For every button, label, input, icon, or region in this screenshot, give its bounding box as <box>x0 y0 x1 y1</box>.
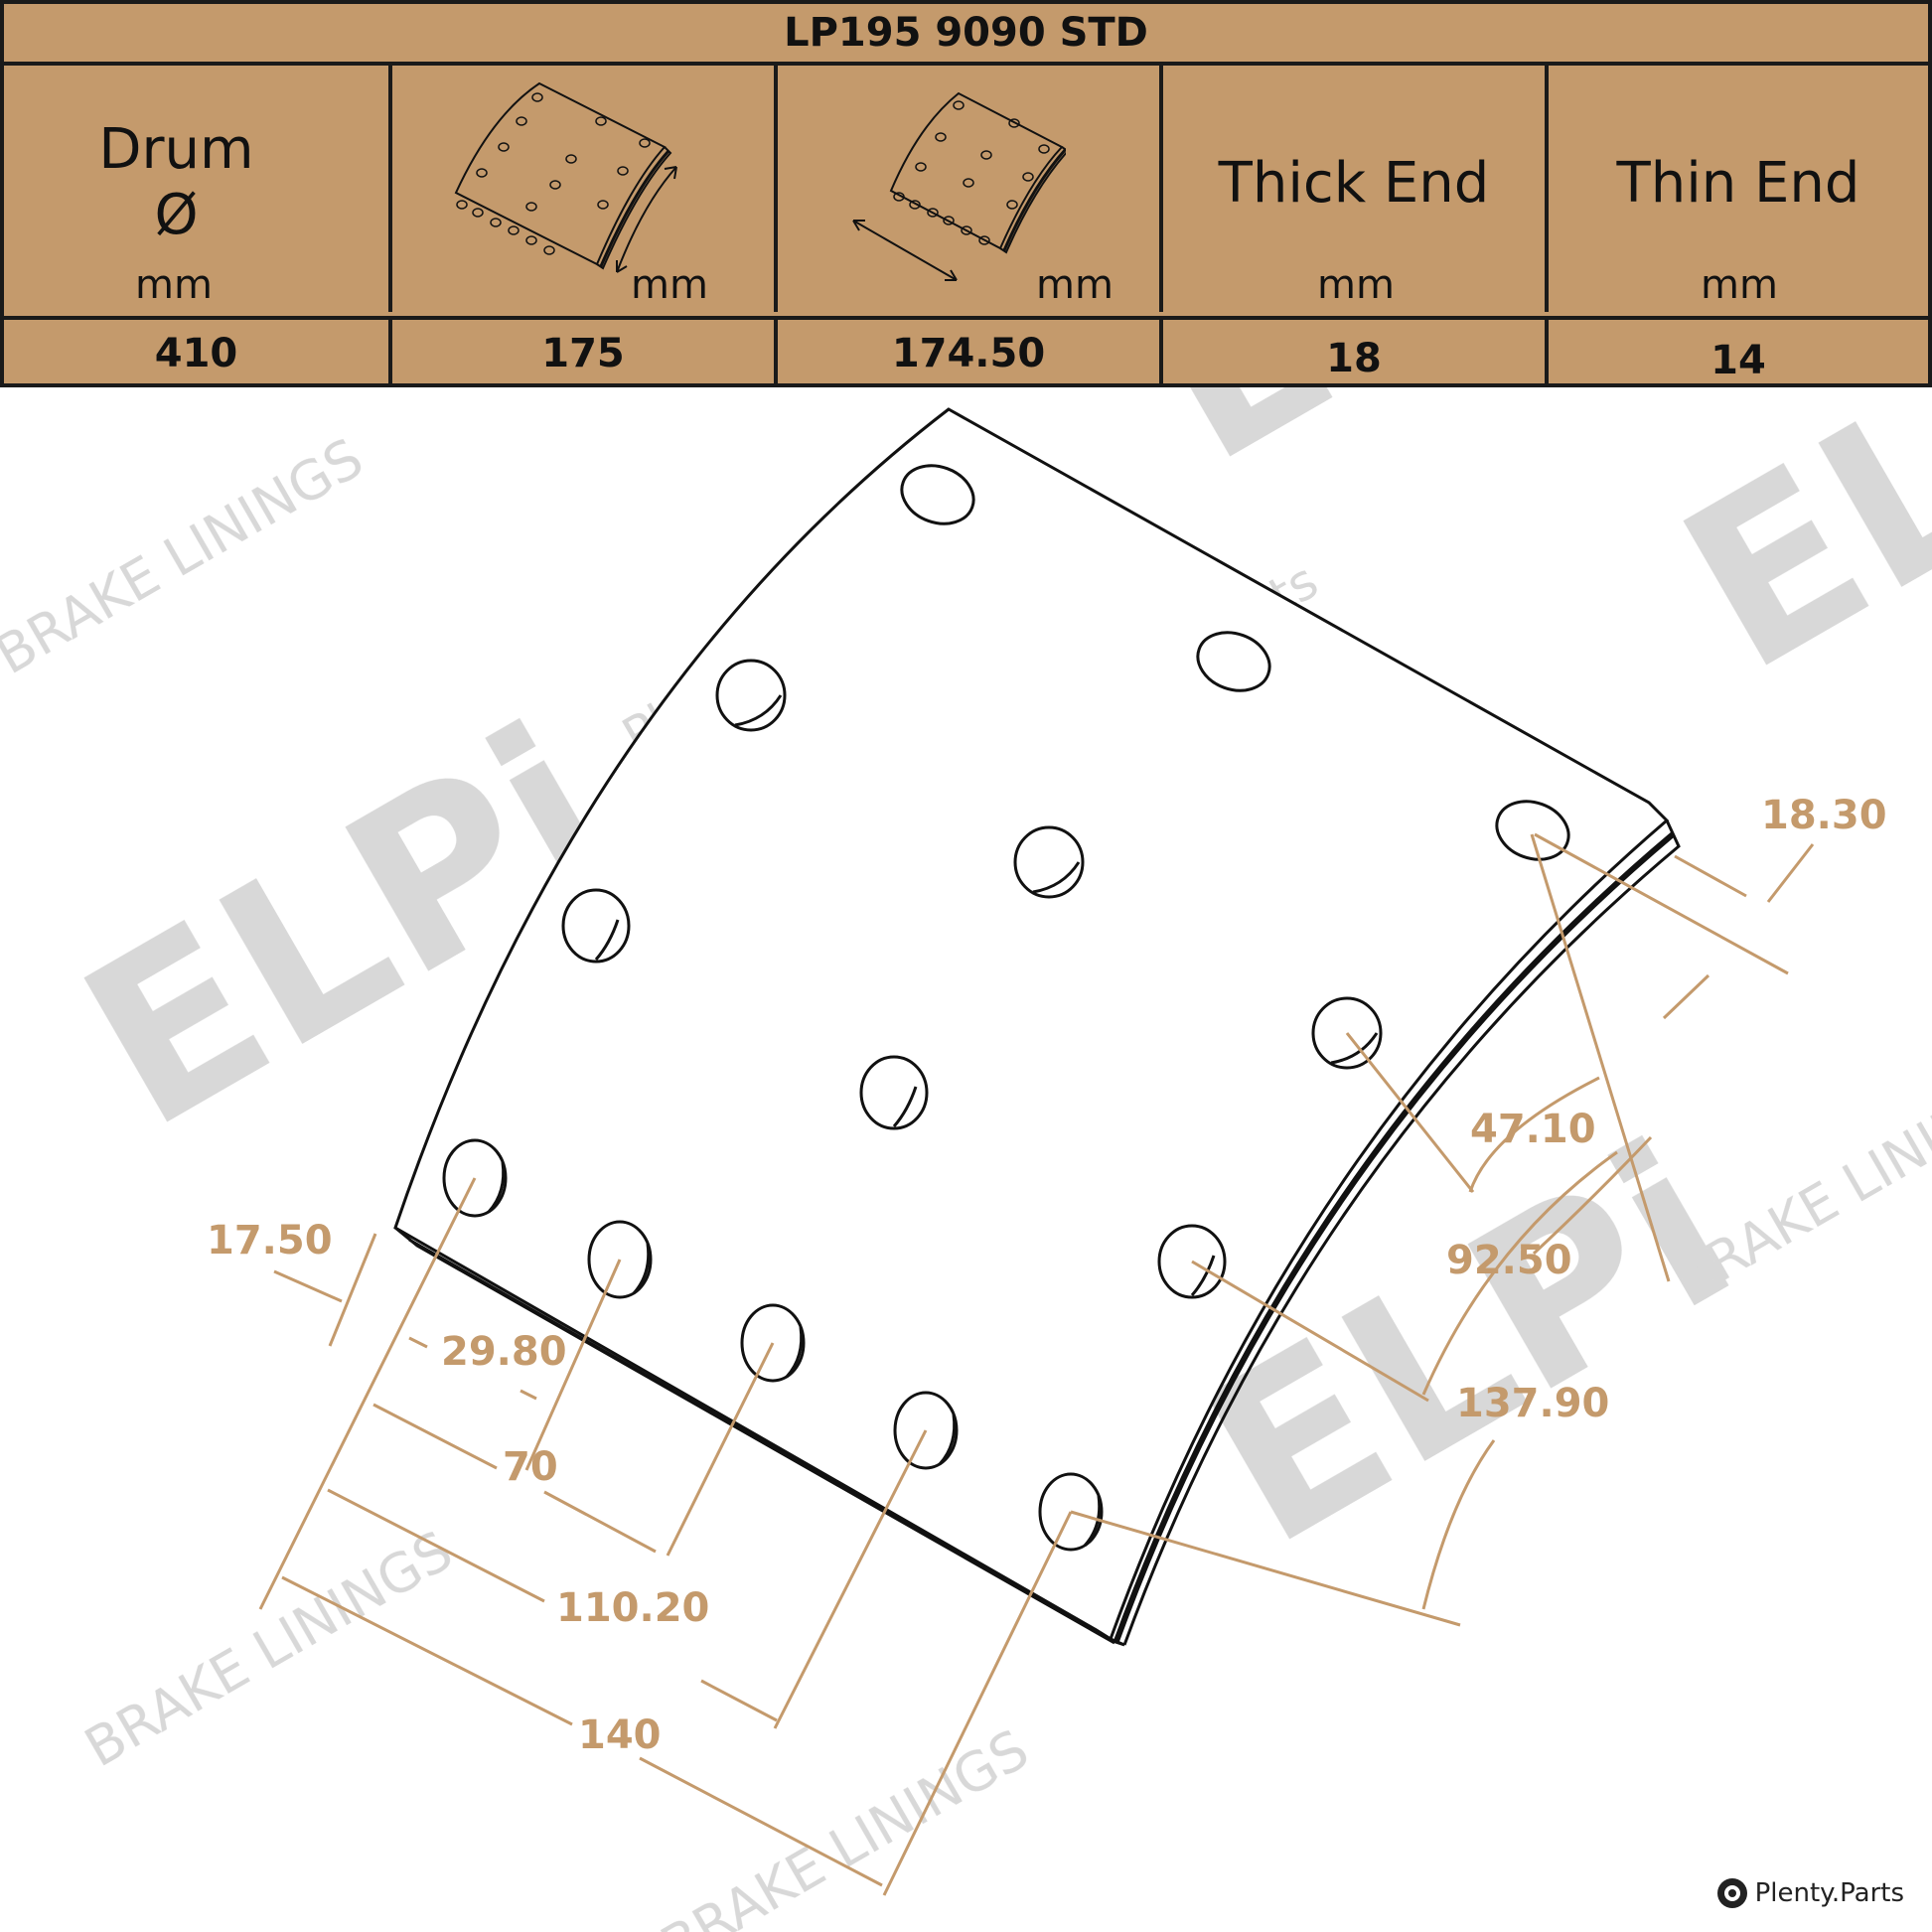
dimension-lines <box>258 832 1815 1896</box>
watermark-sub: BRAKE LININGS <box>651 1717 1039 1932</box>
part-number-title: LP195 9090 STD <box>4 4 1928 66</box>
thick-end-label: Thick End <box>1218 151 1490 216</box>
watermark-sub: BRAKE LININGS <box>1664 1052 1932 1312</box>
header-thick-end: Thick End mm <box>1163 66 1549 312</box>
drum-unit: mm <box>135 262 213 308</box>
header-drum: Drum Ø mm <box>4 66 392 312</box>
dim-bottom-4: 140 <box>578 1712 662 1758</box>
spec-table: LP195 9090 STD Drum Ø mm mm <box>0 0 1932 387</box>
thick-end-unit: mm <box>1317 262 1395 308</box>
value-drum: 410 <box>4 316 392 387</box>
dim-right-2: 92.50 <box>1446 1238 1572 1283</box>
header-arc-length: mm <box>392 66 778 312</box>
value-width: 174.50 <box>778 316 1163 387</box>
dim-right-1: 47.10 <box>1470 1107 1596 1152</box>
brake-lining-outline <box>393 407 1681 1647</box>
diameter-symbol: Ø <box>154 183 199 247</box>
watermark-brand: ELPi <box>1107 387 1713 515</box>
dim-bottom-2: 70 <box>503 1444 558 1490</box>
dim-edge-left: 17.50 <box>207 1218 333 1263</box>
drum-label: Drum <box>98 117 254 182</box>
dim-right-3: 137.90 <box>1456 1381 1609 1426</box>
logo-text: Plenty.Parts <box>1754 1878 1904 1908</box>
header-thin-end: Thin End mm <box>1549 66 1928 312</box>
value-thick-end: 18 <box>1163 316 1549 387</box>
technical-drawing: ELPi ELPi ELPi ELPi ELPi BRAKE LININGS B… <box>0 387 1932 1932</box>
lining-width-icon <box>852 91 1066 281</box>
plenty-parts-logo: Plenty.Parts <box>1715 1876 1904 1910</box>
value-arc-length: 175 <box>392 316 778 387</box>
dim-bottom-1: 29.80 <box>441 1329 567 1375</box>
dimension-labels: 17.50 18.30 29.80 70 110.20 140 47.10 92… <box>207 793 1887 1758</box>
header-width: mm <box>778 66 1163 312</box>
watermark-sub: BRAKE LININGS <box>74 1519 463 1779</box>
thin-end-unit: mm <box>1701 262 1778 308</box>
dim-edge-right: 18.30 <box>1761 793 1887 838</box>
lining-arc-length-icon <box>454 81 677 273</box>
brake-disc-icon <box>1716 1878 1747 1908</box>
arc-length-unit: mm <box>631 262 708 308</box>
value-thin-end: 14 <box>1549 316 1928 387</box>
dim-bottom-3: 110.20 <box>556 1585 709 1631</box>
rivet-holes <box>442 464 1570 1552</box>
width-unit: mm <box>1036 262 1114 308</box>
thin-end-label: Thin End <box>1616 151 1860 216</box>
watermark-sub: BRAKE LININGS <box>0 426 373 686</box>
watermark-brand: ELPi <box>1643 387 1932 723</box>
